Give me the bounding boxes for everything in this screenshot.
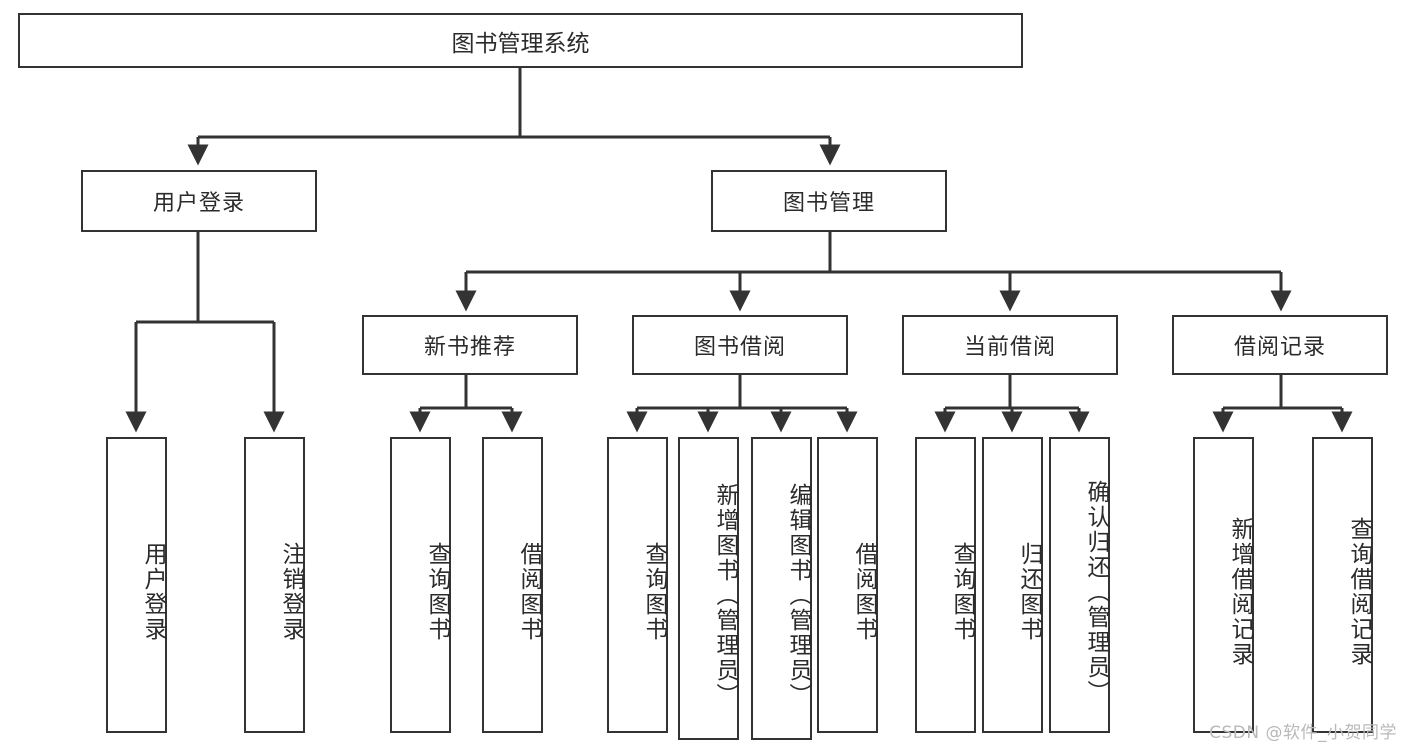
node-current-borrow[interactable]: 当前借阅 [902,315,1118,375]
node-new-book-recommend[interactable]: 新书推荐 [362,315,578,375]
node-label: 借阅记录 [1233,335,1326,360]
leaf-borrow-edit-book-admin[interactable]: 编辑图书（管理员） [751,437,812,740]
node-label: 编辑图书（管理员） [785,483,811,708]
node-label: 图书管理 [782,191,875,216]
leaf-record-add-record[interactable]: 新增借阅记录 [1193,437,1254,733]
node-label: 注销登录 [278,542,304,642]
leaf-user-login-login[interactable]: 用户登录 [106,437,167,733]
leaf-borrow-query-book[interactable]: 查询图书 [607,437,668,733]
node-label: 借阅图书 [516,542,542,642]
node-label: 借阅图书 [851,542,877,642]
node-label: 归还图书 [1016,542,1042,642]
node-label: 当前借阅 [963,335,1056,360]
node-label: 图书借阅 [693,335,786,360]
leaf-borrow-borrow-book[interactable]: 借阅图书 [817,437,878,733]
leaf-recommend-borrow-book[interactable]: 借阅图书 [482,437,543,733]
leaf-current-return-book[interactable]: 归还图书 [982,437,1043,733]
watermark: CSDN @软件_小贺同学 [1209,723,1397,743]
leaf-user-login-logout[interactable]: 注销登录 [244,437,305,733]
node-label: 新书推荐 [423,335,516,360]
node-book-borrow[interactable]: 图书借阅 [632,315,848,375]
node-label: 用户登录 [140,542,166,642]
node-label: 新增图书（管理员） [712,483,738,708]
node-label: 图书管理系统 [451,30,590,57]
node-label: 用户登录 [152,191,245,216]
node-label: 查询借阅记录 [1346,517,1372,667]
leaf-recommend-query-book[interactable]: 查询图书 [390,437,451,733]
node-label: 新增借阅记录 [1227,517,1253,667]
leaf-current-query-book[interactable]: 查询图书 [915,437,976,733]
leaf-record-query-record[interactable]: 查询借阅记录 [1312,437,1373,733]
node-user-login[interactable]: 用户登录 [81,170,317,232]
node-label: 查询图书 [641,542,667,642]
node-root-system[interactable]: 图书管理系统 [18,13,1023,68]
node-book-management[interactable]: 图书管理 [711,170,947,232]
leaf-borrow-add-book-admin[interactable]: 新增图书（管理员） [678,437,739,740]
node-label: 查询图书 [424,542,450,642]
node-label: 查询图书 [949,542,975,642]
node-label: 确认归还（管理员） [1083,479,1109,705]
leaf-current-confirm-return-admin[interactable]: 确认归还（管理员） [1049,437,1110,733]
node-borrow-record[interactable]: 借阅记录 [1172,315,1388,375]
